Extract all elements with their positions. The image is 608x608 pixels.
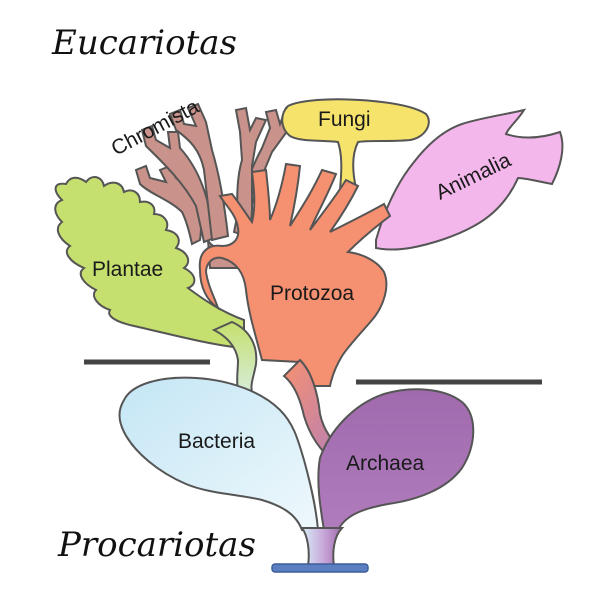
label-bacteria: Bacteria <box>178 430 255 453</box>
label-protozoa: Protozoa <box>270 282 354 305</box>
bacteria-shape <box>118 376 320 531</box>
tree-base <box>271 563 369 573</box>
heading-eucariotas: Eucariotas <box>51 23 237 63</box>
fungi-shape <box>281 98 430 192</box>
plantae-leaf <box>54 176 245 350</box>
heading-procariotas: Procariotas <box>57 525 256 565</box>
label-archaea: Archaea <box>346 452 425 475</box>
protozoa-shape <box>198 162 392 387</box>
animalia-shape <box>375 108 564 251</box>
label-plantae: Plantae <box>92 258 163 281</box>
label-fungi: Fungi <box>318 108 371 131</box>
trunk <box>300 527 345 567</box>
